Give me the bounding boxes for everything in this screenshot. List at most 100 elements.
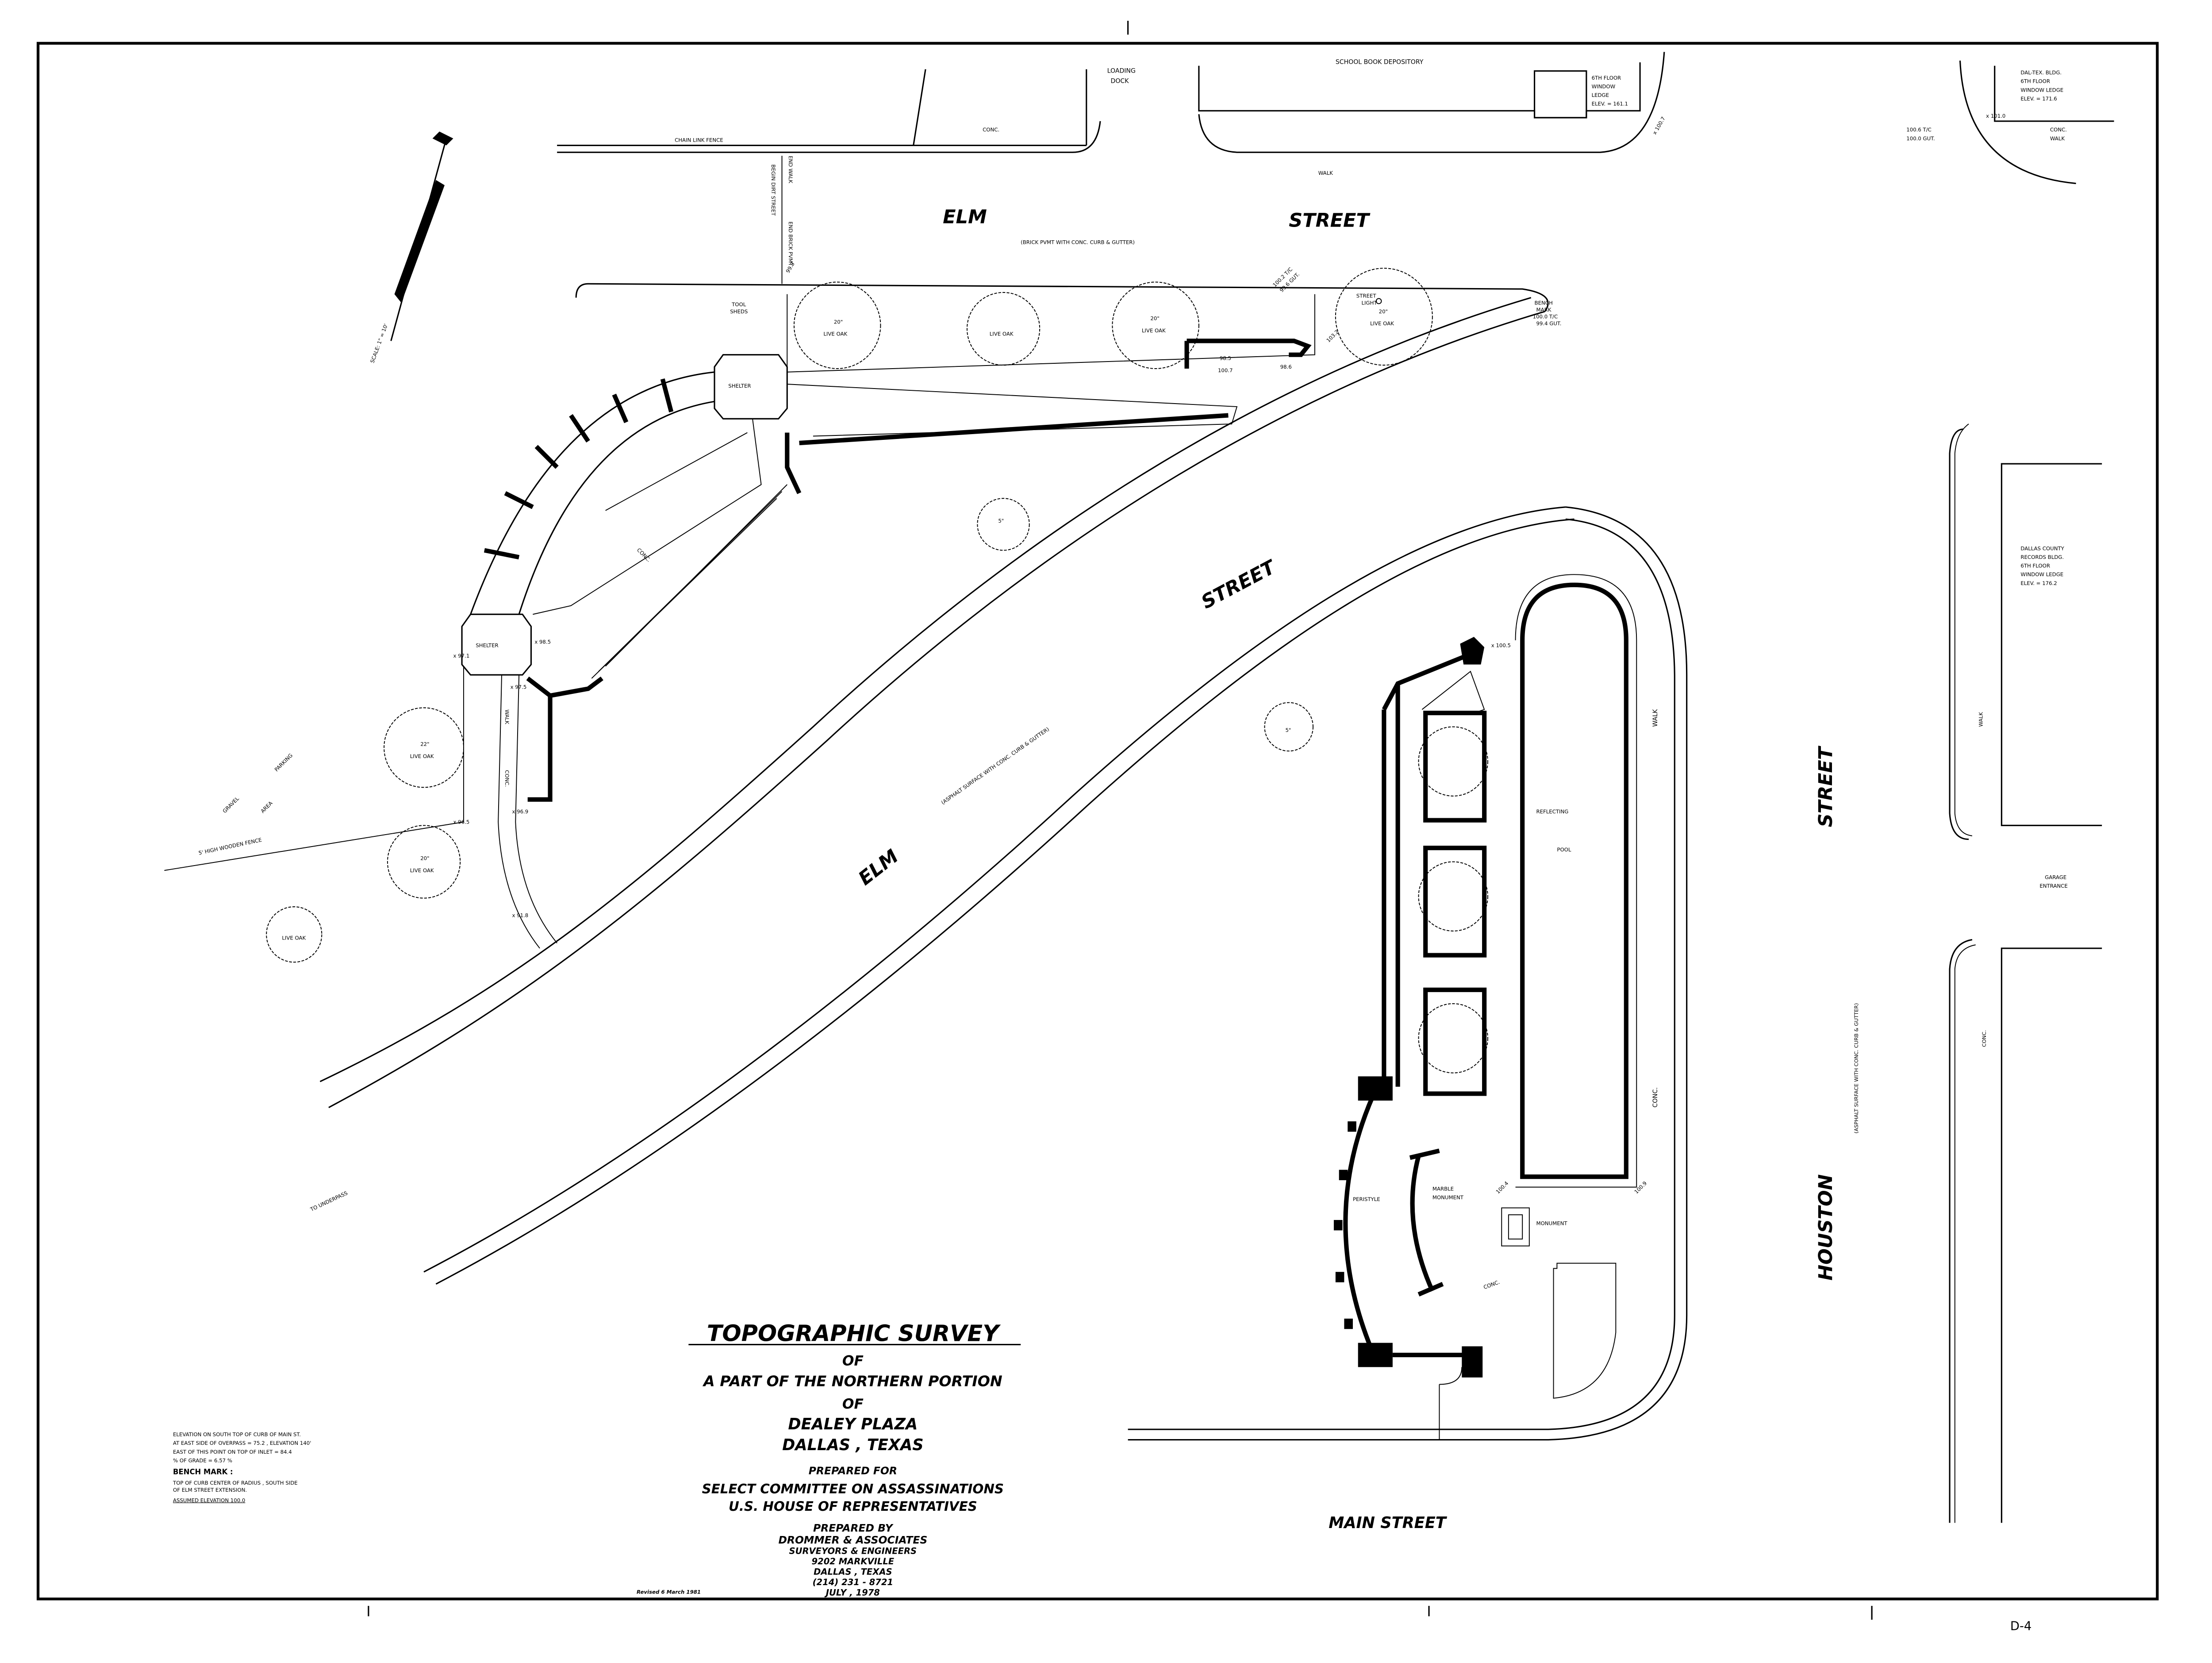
- gravel-area-label: PARKING: [273, 752, 294, 773]
- elevation-label: x 100.5: [1491, 643, 1511, 649]
- bench-mark-label: 99.4 GUT.: [1536, 320, 1561, 327]
- svg-text:SELECT COMMITTEE ON ASSASSINAT: SELECT COMMITTEE ON ASSASSINATIONS: [702, 1482, 1004, 1497]
- west-walk: [498, 675, 557, 949]
- svg-text:9202 MARKVILLE: 9202 MARKVILLE: [812, 1556, 895, 1567]
- svg-text:6TH FLOOR: 6TH FLOOR: [1592, 75, 1621, 81]
- svg-text:LIVE OAK: LIVE OAK: [990, 331, 1014, 337]
- svg-text:TOP OF CURB CENTER OF RADIUS ,: TOP OF CURB CENTER OF RADIUS , SOUTH SID…: [173, 1480, 298, 1486]
- peristyle-pavilion: [1358, 1343, 1393, 1367]
- bench-mark-label: BENCH: [1535, 300, 1553, 306]
- svg-text:(214) 231 - 8721: (214) 231 - 8721: [813, 1577, 893, 1587]
- svg-text:PREPARED FOR: PREPARED FOR: [809, 1465, 897, 1477]
- loading-dock-label-1: LOADING: [1107, 67, 1136, 74]
- peristyle-pavilion: [1358, 1076, 1393, 1101]
- svg-text:OF: OF: [842, 1396, 864, 1412]
- elm-north-curb: [319, 297, 1532, 1082]
- svg-text:LIVE OAK: LIVE OAK: [410, 753, 434, 759]
- elevation-label: x 98.5: [534, 639, 551, 645]
- tree-icon: [1418, 861, 1488, 932]
- svg-text:DAL-TEX. BLDG.: DAL-TEX. BLDG.: [2020, 69, 2062, 76]
- elm-north-curb-west: [557, 121, 1101, 153]
- svg-text:ELEVATION ON SOUTH TOP OF CURB: ELEVATION ON SOUTH TOP OF CURB OF MAIN S…: [173, 1432, 301, 1438]
- svg-text:ELEV. = 176.2: ELEV. = 176.2: [2020, 580, 2057, 586]
- elm-south-curb: [423, 506, 1566, 1273]
- ramp-line: [913, 69, 926, 146]
- tsbd-ledge-label: 6TH FLOOR WINDOW LEDGE ELEV. = 161.1: [1592, 75, 1628, 107]
- elevation-label: x 96.9: [512, 808, 528, 815]
- elevation-label: 100.7: [1218, 367, 1233, 373]
- daltex-building: [1994, 65, 2114, 122]
- svg-text:6TH FLOOR: 6TH FLOOR: [2020, 563, 2050, 569]
- elevation-label: x 97.1: [453, 653, 470, 659]
- svg-text:U.S. HOUSE OF REPRESENTATIVES: U.S. HOUSE OF REPRESENTATIVES: [729, 1499, 977, 1514]
- elevation-label: 99.3: [785, 261, 796, 274]
- houston-surface-label: (ASPHALT SURFACE WITH CONC. CURB & GUTTE…: [1853, 1003, 1859, 1134]
- scale-label: SCALE: 1" = 10': [369, 323, 389, 364]
- svg-text:ELEV. = 161.1: ELEV. = 161.1: [1592, 101, 1628, 107]
- begin-dirt-street-label: BEGIN DIRT STREET: [770, 165, 776, 216]
- houston-curb-south: [1949, 939, 1973, 1523]
- title-block: TOPOGRAPHIC SURVEY OF A PART OF THE NORT…: [688, 1320, 1021, 1598]
- main-street-label: MAIN STREET: [1329, 1514, 1448, 1532]
- drawing-border: [36, 42, 2159, 1601]
- elevation-label: x 101.0: [1986, 113, 2005, 119]
- conc-walk-label: CONC.: [2050, 127, 2067, 133]
- to-underpass-label: TO UNDERPASS: [309, 1190, 349, 1213]
- peristyle-columns: [1333, 1121, 1356, 1329]
- daltex-curb: [1959, 60, 2076, 185]
- steps: [591, 484, 787, 679]
- monument: [1501, 1207, 1530, 1247]
- south-building: [2001, 947, 2102, 1523]
- end-brick-pvmt-label: END BRICK PVMT: [787, 222, 794, 266]
- planter: [1423, 846, 1487, 958]
- marble-monument: [1410, 1155, 1435, 1292]
- svg-text:5": 5": [998, 518, 1004, 524]
- tool-sheds-label: SHEDS: [730, 308, 748, 315]
- svg-text:ELEV. = 171.6: ELEV. = 171.6: [2020, 96, 2057, 102]
- elevation-label: 98.5: [1220, 355, 1231, 361]
- walk-label: WALK: [1652, 709, 1659, 727]
- svg-text:BENCH MARK :: BENCH MARK :: [173, 1468, 233, 1476]
- conc-label: CONC.: [1652, 1087, 1659, 1108]
- svg-text:5": 5": [1285, 727, 1291, 733]
- conc-walk-label: WALK: [2050, 135, 2065, 142]
- tree-labels: 20" LIVE OAK LIVE OAK 20" LIVE OAK 20" L…: [282, 308, 1394, 941]
- svg-text:RECORDS BLDG.: RECORDS BLDG.: [2020, 554, 2064, 560]
- shelter-west: [461, 613, 532, 676]
- conc-label: CONC.: [504, 770, 510, 787]
- elm-surface-label: (BRICK PVMT WITH CONC. CURB & GUTTER): [1021, 239, 1135, 245]
- walk-label: WALK: [504, 709, 510, 724]
- elevation-label: 100.4: [1495, 1180, 1510, 1195]
- svg-text:20": 20": [834, 319, 843, 325]
- svg-text:20": 20": [1150, 315, 1159, 321]
- sixth-floor-window: [1533, 70, 1587, 119]
- svg-text:DALLAS COUNTY: DALLAS COUNTY: [2020, 546, 2064, 552]
- survey-title: TOPOGRAPHIC SURVEY: [707, 1320, 1001, 1347]
- tree-icon: [966, 292, 1041, 366]
- elevation-label: x 91.8: [512, 912, 528, 919]
- svg-text:A PART OF THE NORTHERN PORTION: A PART OF THE NORTHERN PORTION: [702, 1372, 1002, 1390]
- svg-text:WINDOW LEDGE: WINDOW LEDGE: [2020, 87, 2063, 93]
- svg-text:SURVEYORS & ENGINEERS: SURVEYORS & ENGINEERS: [789, 1546, 917, 1556]
- records-building: [2001, 463, 2102, 826]
- garage-entrance-label: ENTRANCE: [2039, 883, 2067, 889]
- wooden-fence: [164, 821, 464, 871]
- sheet-number: D-4: [2010, 1620, 2032, 1633]
- tree-icon: [977, 498, 1030, 551]
- svg-text:LEDGE: LEDGE: [1592, 92, 1609, 98]
- marble-monument-label: MONUMENT: [1432, 1194, 1464, 1201]
- houston-street-label-2: STREET: [1815, 745, 1837, 827]
- svg-text:LIVE OAK: LIVE OAK: [1142, 327, 1166, 334]
- north-retaining-wall: [785, 413, 1229, 494]
- wooden-fence-label: 5' HIGH WOODEN FENCE: [198, 837, 262, 856]
- svg-text:DEALEY PLAZA: DEALEY PLAZA: [788, 1415, 918, 1433]
- depository-label: SCHOOL BOOK DEPOSITORY: [1336, 59, 1424, 66]
- shelter-label: SHELTER: [728, 383, 751, 389]
- svg-text:6TH FLOOR: 6TH FLOOR: [2020, 78, 2050, 85]
- svg-text:LIVE OAK: LIVE OAK: [282, 935, 306, 941]
- planter: [1423, 711, 1487, 823]
- elevation-label: 100.9: [1633, 1180, 1648, 1195]
- svg-text:20": 20": [420, 855, 429, 862]
- svg-text:LIVE OAK: LIVE OAK: [410, 867, 434, 874]
- tree-icon: [1418, 726, 1488, 797]
